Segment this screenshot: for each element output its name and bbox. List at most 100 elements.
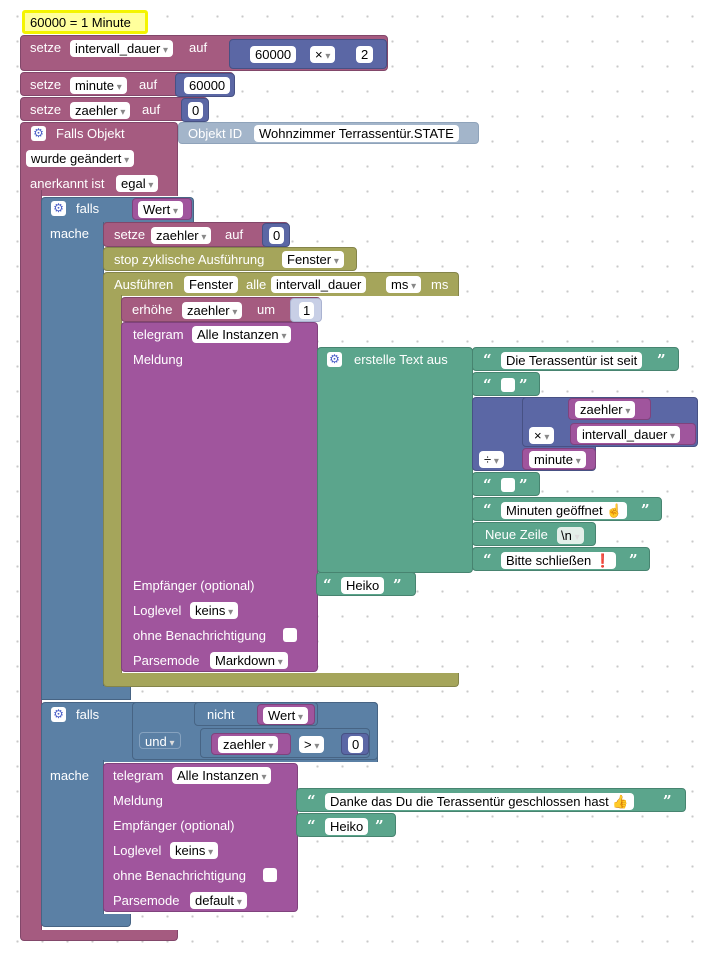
text-heiko-block[interactable]: “ Heiko ” bbox=[316, 572, 416, 596]
text-heiko[interactable]: Heiko bbox=[341, 577, 385, 594]
exec-var-field[interactable]: intervall_dauer bbox=[271, 276, 367, 293]
newline-block[interactable]: Neue Zeile \n bbox=[472, 522, 596, 546]
var-dropdown-intervall[interactable]: intervall_dauer bbox=[70, 40, 174, 57]
multiply-block[interactable]: 60000 × 2 bbox=[229, 39, 387, 69]
wert-dropdown[interactable]: Wert bbox=[263, 707, 309, 724]
gear-icon[interactable]: ⚙ bbox=[51, 201, 66, 216]
exec-bottom bbox=[103, 673, 459, 687]
text-item-empty-2[interactable]: “ ” bbox=[472, 472, 540, 496]
var-zaehler-block[interactable]: zaehler bbox=[568, 398, 651, 420]
empty-text-field[interactable] bbox=[501, 378, 515, 392]
meldung-label: Meldung bbox=[113, 793, 163, 808]
number-2[interactable]: 2 bbox=[356, 46, 374, 63]
gear-icon[interactable]: ⚙ bbox=[327, 352, 342, 367]
number-block[interactable]: 60000 bbox=[175, 73, 235, 97]
exec-unit-dropdown[interactable]: ms bbox=[386, 276, 422, 293]
quote-open-icon: “ bbox=[483, 351, 492, 369]
number-block[interactable]: 0 bbox=[262, 223, 290, 247]
if1-mache-label: mache bbox=[50, 226, 90, 241]
empty-text-field[interactable] bbox=[501, 478, 515, 492]
var-zaehler-block[interactable]: zaehler bbox=[211, 733, 291, 755]
operator-dropdown[interactable]: × bbox=[310, 46, 336, 63]
compare-block[interactable]: zaehler > 0 bbox=[200, 728, 370, 758]
text-thanks[interactable]: Danke das Du die Terassentür geschlossen… bbox=[325, 793, 634, 810]
and-dropdown[interactable]: und bbox=[139, 732, 181, 749]
number-1[interactable]: 1 bbox=[299, 302, 315, 319]
telegram-block-2[interactable] bbox=[103, 763, 298, 912]
gear-icon[interactable]: ⚙ bbox=[31, 126, 46, 141]
comment-block[interactable]: 60000 = 1 Minute bbox=[22, 10, 148, 34]
var-dropdown-minute[interactable]: minute bbox=[70, 77, 127, 94]
quote-open-icon: “ bbox=[483, 501, 492, 519]
text-heiko-block[interactable]: “ Heiko ” bbox=[296, 813, 396, 837]
to-label: auf bbox=[225, 227, 244, 242]
set-label: setze bbox=[30, 40, 62, 55]
text-value-close[interactable]: Bitte schließen ❗ bbox=[501, 552, 617, 569]
text-thanks-block[interactable]: “ Danke das Du die Terassentür geschloss… bbox=[296, 788, 686, 812]
increment-block[interactable]: erhöhe zaehler um 1 bbox=[121, 297, 322, 322]
number-0[interactable]: 0 bbox=[269, 227, 285, 244]
exec-interval-block[interactable]: Ausführen Fenster alle intervall_dauer m… bbox=[103, 272, 459, 296]
var-dropdown-zaehler[interactable]: zaehler bbox=[218, 736, 279, 753]
instance-dropdown[interactable]: Alle Instanzen bbox=[192, 326, 292, 343]
text-item-minutes[interactable]: “ Minuten geöffnet ☝ ” bbox=[472, 497, 662, 521]
parsemode-dropdown[interactable]: default bbox=[190, 892, 247, 909]
text-item-close[interactable]: “ Bitte schließen ❗ ” bbox=[472, 547, 650, 571]
if1-spine bbox=[41, 222, 104, 688]
quote-open-icon: “ bbox=[323, 576, 332, 594]
number-block[interactable]: 0 bbox=[181, 98, 209, 122]
multiply-operator-dropdown[interactable]: × bbox=[529, 427, 555, 444]
text-item-empty-1[interactable]: “ ” bbox=[472, 372, 540, 396]
instance-dropdown[interactable]: Alle Instanzen bbox=[172, 767, 272, 784]
newline-dropdown[interactable]: \n bbox=[557, 527, 584, 544]
changed-dropdown[interactable]: wurde geändert bbox=[26, 150, 135, 167]
set-zaehler-inner-block[interactable]: setze zaehler auf 0 bbox=[103, 222, 290, 247]
to-label: auf bbox=[142, 102, 161, 117]
number-block[interactable]: 1 bbox=[290, 298, 322, 322]
exec-name-field[interactable]: Fenster bbox=[184, 276, 239, 293]
ack-dropdown[interactable]: egal bbox=[116, 175, 159, 192]
object-id-block[interactable]: Objekt ID Wohnzimmer Terrassentür.STATE bbox=[178, 122, 479, 144]
var-dropdown-zaehler[interactable]: zaehler bbox=[182, 302, 243, 319]
number-60000[interactable]: 60000 bbox=[184, 77, 231, 94]
text-value-minutes[interactable]: Minuten geöffnet ☝ bbox=[501, 502, 628, 519]
ohne-checkbox[interactable] bbox=[263, 868, 277, 882]
text-join-block[interactable] bbox=[317, 347, 473, 573]
text-item-1[interactable]: “ Die Terassentür ist seit ” bbox=[472, 347, 679, 371]
inc-label: erhöhe bbox=[132, 302, 173, 317]
var-dropdown-zaehler[interactable]: zaehler bbox=[151, 227, 212, 244]
stop-name-dropdown[interactable]: Fenster bbox=[282, 251, 344, 268]
ohne-checkbox[interactable] bbox=[283, 628, 297, 642]
wert-dropdown[interactable]: Wert bbox=[138, 201, 184, 218]
telegram-label: telegram bbox=[113, 768, 164, 783]
set-zaehler-block[interactable]: setze zaehler auf 0 bbox=[20, 97, 209, 122]
parsemode-dropdown[interactable]: Markdown bbox=[210, 652, 288, 669]
wert-block[interactable]: Wert bbox=[132, 198, 192, 220]
object-id-value[interactable]: Wohnzimmer Terrassentür.STATE bbox=[254, 125, 459, 142]
var-dropdown-zaehler[interactable]: zaehler bbox=[70, 102, 131, 119]
stop-interval-block[interactable]: stop zyklische Ausführung Fenster bbox=[103, 247, 357, 271]
wert-block[interactable]: Wert bbox=[257, 704, 315, 725]
loglevel-dropdown[interactable]: keins bbox=[190, 602, 239, 619]
set-intervall-block[interactable]: setze intervall_dauer auf 60000 × 2 bbox=[20, 35, 388, 71]
var-intervall-block[interactable]: intervall_dauer bbox=[570, 423, 696, 445]
gear-icon[interactable]: ⚙ bbox=[51, 707, 66, 722]
inc-by-label: um bbox=[257, 302, 276, 317]
number-0[interactable]: 0 bbox=[188, 102, 204, 119]
not-block[interactable]: nicht Wert bbox=[194, 702, 318, 726]
number-0[interactable]: 0 bbox=[348, 736, 364, 753]
var-dropdown-intervall[interactable]: intervall_dauer bbox=[577, 426, 681, 443]
number-60000[interactable]: 60000 bbox=[250, 46, 297, 63]
var-dropdown-minute[interactable]: minute bbox=[529, 451, 586, 468]
var-dropdown-zaehler[interactable]: zaehler bbox=[575, 401, 636, 418]
divide-operator-dropdown[interactable]: ÷ bbox=[479, 451, 504, 468]
text-value-1[interactable]: Die Terassentür ist seit bbox=[501, 352, 643, 369]
loglevel-dropdown[interactable]: keins bbox=[170, 842, 219, 859]
compare-operator-dropdown[interactable]: > bbox=[299, 736, 325, 753]
var-minute-block[interactable]: minute bbox=[522, 448, 596, 470]
text-heiko[interactable]: Heiko bbox=[325, 818, 369, 835]
telegram-block-1[interactable] bbox=[121, 322, 318, 672]
set-minute-block[interactable]: setze minute auf 60000 bbox=[20, 72, 235, 97]
number-block[interactable]: 0 bbox=[341, 733, 369, 755]
quote-close-icon: ” bbox=[519, 476, 528, 494]
